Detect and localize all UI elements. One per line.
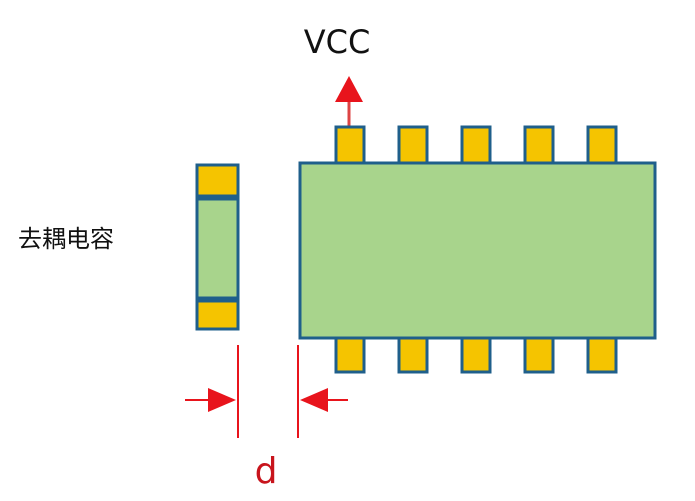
ic-top-pin bbox=[397, 125, 429, 165]
dimension-arrow-left-head bbox=[208, 388, 236, 412]
decoupling-capacitor bbox=[195, 163, 240, 331]
ic-chip bbox=[298, 125, 657, 374]
capacitor-label: 去耦电容 bbox=[18, 225, 114, 253]
ic-bottom-pin bbox=[334, 336, 366, 374]
ic-bottom-pin bbox=[397, 336, 429, 374]
ic-bottom-pin bbox=[523, 336, 555, 374]
dimension-arrow-right-head bbox=[300, 388, 328, 412]
ic-bottom-pin bbox=[460, 336, 492, 374]
vcc-arrow-head bbox=[335, 76, 363, 102]
ic-top-pin bbox=[460, 125, 492, 165]
distance-label: d bbox=[255, 451, 278, 492]
capacitor-bottom-pad bbox=[195, 299, 240, 331]
vcc-label: VCC bbox=[304, 23, 371, 61]
ic-top-pin bbox=[334, 125, 366, 165]
ic-top-pin bbox=[523, 125, 555, 165]
ic-top-pin bbox=[586, 125, 618, 165]
ic-bottom-pin bbox=[586, 336, 618, 374]
ic-body bbox=[298, 161, 657, 340]
capacitor-top-pad bbox=[195, 163, 240, 198]
